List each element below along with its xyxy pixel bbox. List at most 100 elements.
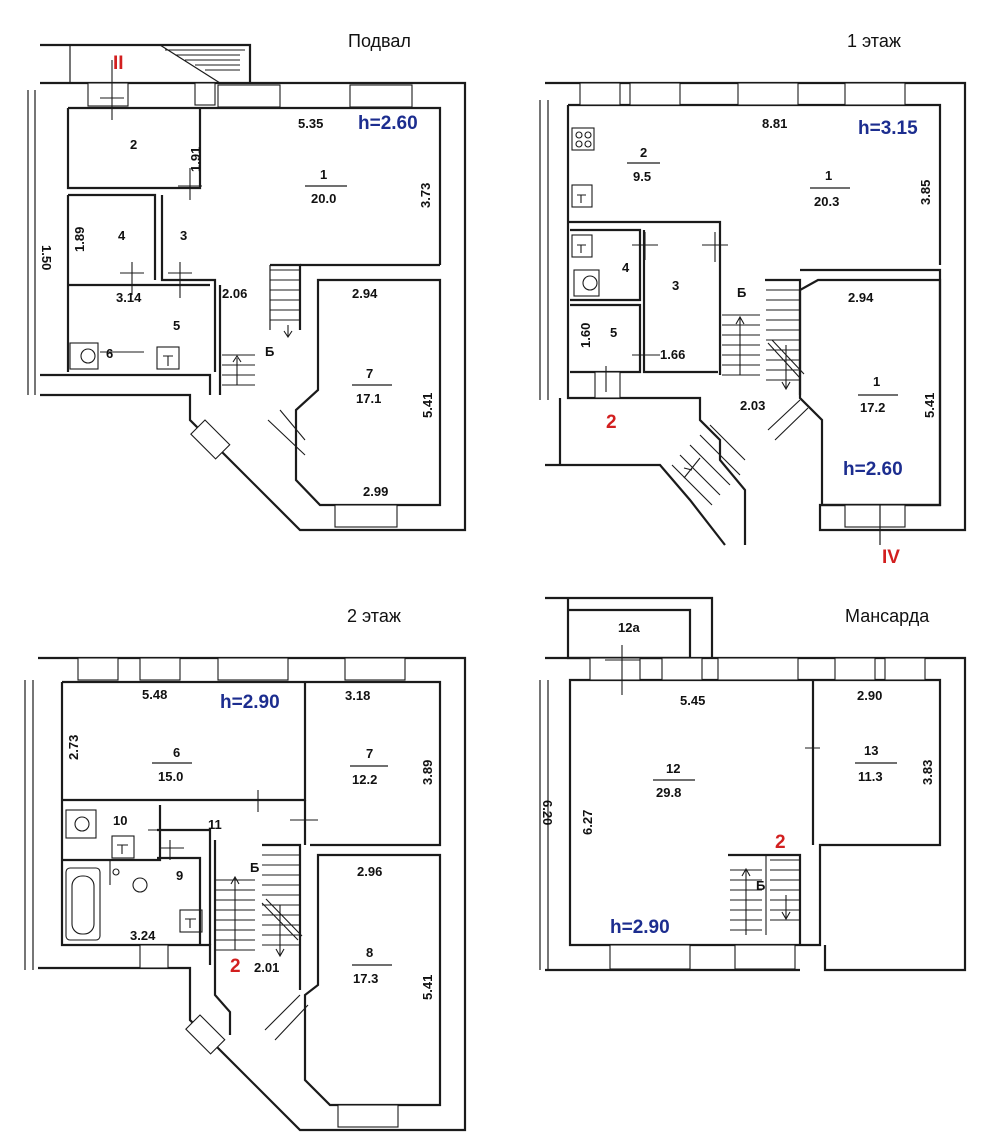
basement-dim-10: 1.50 [39, 245, 54, 270]
second-floor-windows [77, 657, 406, 1128]
basement-room-2-num: 2 [130, 137, 137, 152]
second-floor-dim-6: 2.01 [254, 960, 279, 975]
basement-room-7-area: 17.1 [356, 391, 381, 406]
first-floor-marker-2: 2 [606, 412, 617, 433]
basement-fixtures [69, 60, 202, 370]
basement-dim-9: 2.99 [363, 484, 388, 499]
basement-room-7-num: 7 [366, 366, 373, 381]
first-floor-plan: 1 этаж h=3.15 h=2.60 2 IV Б 1 20.3 2 9.5… [539, 31, 967, 568]
attic-room-12-num: 12 [666, 761, 680, 776]
basement-room-4-num: 4 [118, 228, 126, 243]
basement-marker-ii: II [113, 53, 124, 74]
attic-title: Мансарда [845, 606, 930, 626]
second-floor-room-7-num: 7 [366, 746, 373, 761]
first-floor-dim-2: 3.85 [918, 180, 933, 205]
second-floor-fixtures [65, 790, 318, 941]
attic-stairs [730, 855, 800, 935]
basement-dim-3: 1.91 [188, 147, 203, 172]
attic-room-13-area: 11.3 [858, 769, 883, 784]
basement-dim-1: 5.35 [298, 116, 323, 131]
first-floor-fixtures [571, 127, 728, 392]
basement-height: h=2.60 [358, 113, 418, 134]
second-floor-dim-5: 3.24 [130, 928, 156, 943]
attic-dim-1: 5.45 [680, 693, 705, 708]
attic-fixtures [605, 645, 820, 760]
basement-plan: Подвал h=2.60 II Б 1 20.0 2 3 4 5 6 7 17… [27, 31, 467, 532]
first-floor-room-3-num: 3 [672, 278, 679, 293]
first-floor-dim-1: 8.81 [762, 116, 787, 131]
second-floor-stairs [216, 854, 309, 1041]
basement-walls [27, 43, 467, 532]
basement-dim-7: 2.94 [352, 286, 378, 301]
first-floor-dim-6: 2.94 [848, 290, 874, 305]
attic-stair-label: Б [756, 878, 765, 893]
basement-windows [87, 82, 413, 528]
second-floor-room-8-area: 17.3 [353, 971, 378, 986]
second-floor-room-10-num: 10 [113, 813, 127, 828]
first-floor-walls [539, 81, 967, 546]
attic-dim-4: 3.83 [920, 760, 935, 785]
second-floor-dim-4: 3.89 [420, 760, 435, 785]
first-floor-height: h=3.15 [858, 118, 918, 139]
first-floor-room-1b-area: 17.2 [860, 400, 885, 415]
basement-room-1-area: 20.0 [311, 191, 336, 206]
basement-dim-5: 3.14 [116, 290, 142, 305]
attic-plan: Мансарда h=2.90 2 Б 12 29.8 12а 13 11.3 … [539, 596, 967, 972]
basement-room-3-num: 3 [180, 228, 187, 243]
second-floor-stair-label: Б [250, 860, 259, 875]
first-floor-stairs [671, 289, 809, 506]
basement-stairs [165, 49, 306, 456]
first-floor-room-2-area: 9.5 [633, 169, 651, 184]
first-floor-title: 1 этаж [847, 31, 901, 51]
second-floor-walls [24, 656, 467, 1132]
second-floor-title: 2 этаж [347, 606, 401, 626]
attic-dim-3: 2.90 [857, 688, 882, 703]
attic-room-13-num: 13 [864, 743, 878, 758]
first-floor-room-2-num: 2 [640, 145, 647, 160]
second-floor-dim-3: 3.18 [345, 688, 370, 703]
second-floor-room-11-num: 11 [208, 817, 222, 832]
attic-height: h=2.90 [610, 917, 670, 938]
second-floor-plan: 2 этаж h=2.90 2 Б 6 15.0 7 12.2 8 17.3 9… [24, 606, 467, 1132]
second-floor-marker-2: 2 [230, 956, 241, 977]
basement-dim-6: 2.06 [222, 286, 247, 301]
first-floor-dim-4: 1.66 [660, 347, 685, 362]
attic-walls [539, 596, 967, 972]
second-floor-room-6-area: 15.0 [158, 769, 183, 784]
basement-room-1-num: 1 [320, 167, 327, 182]
basement-dim-8: 5.41 [420, 393, 435, 418]
first-floor-windows [579, 82, 906, 528]
attic-dim-2: 6.27 [580, 810, 595, 835]
second-floor-room-6-num: 6 [173, 745, 180, 760]
second-floor-dim-2: 2.73 [66, 735, 81, 760]
attic-marker-2: 2 [775, 832, 786, 853]
attic-windows [589, 657, 926, 970]
first-floor-room-1-num: 1 [825, 168, 832, 183]
basement-room-5-num: 5 [173, 318, 180, 333]
second-floor-room-8-num: 8 [366, 945, 373, 960]
second-floor-room-9-num: 9 [176, 868, 183, 883]
attic-dim-5: 6.20 [540, 800, 555, 825]
first-floor-room-5-num: 5 [610, 325, 617, 340]
first-floor-dim-5: 2.03 [740, 398, 765, 413]
first-floor-room-1-area: 20.3 [814, 194, 839, 209]
basement-dim-2: 3.73 [418, 183, 433, 208]
second-floor-dim-8: 5.41 [420, 975, 435, 1000]
attic-room-12-area: 29.8 [656, 785, 681, 800]
second-floor-dim-1: 5.48 [142, 687, 167, 702]
second-floor-room-7-area: 12.2 [352, 772, 377, 787]
attic-room-12a-num: 12а [618, 620, 640, 635]
first-floor-marker-iv: IV [882, 547, 900, 568]
second-floor-dim-7: 2.96 [357, 864, 382, 879]
basement-room-6-num: 6 [106, 346, 113, 361]
first-floor-height-2: h=2.60 [843, 459, 903, 480]
basement-stair-label: Б [265, 344, 274, 359]
first-floor-stair-label: Б [737, 285, 746, 300]
first-floor-dim-3: 1.60 [578, 323, 593, 348]
first-floor-dim-7: 5.41 [922, 393, 937, 418]
basement-dim-4: 1.89 [72, 227, 87, 252]
first-floor-room-4-num: 4 [622, 260, 630, 275]
second-floor-height: h=2.90 [220, 692, 280, 713]
